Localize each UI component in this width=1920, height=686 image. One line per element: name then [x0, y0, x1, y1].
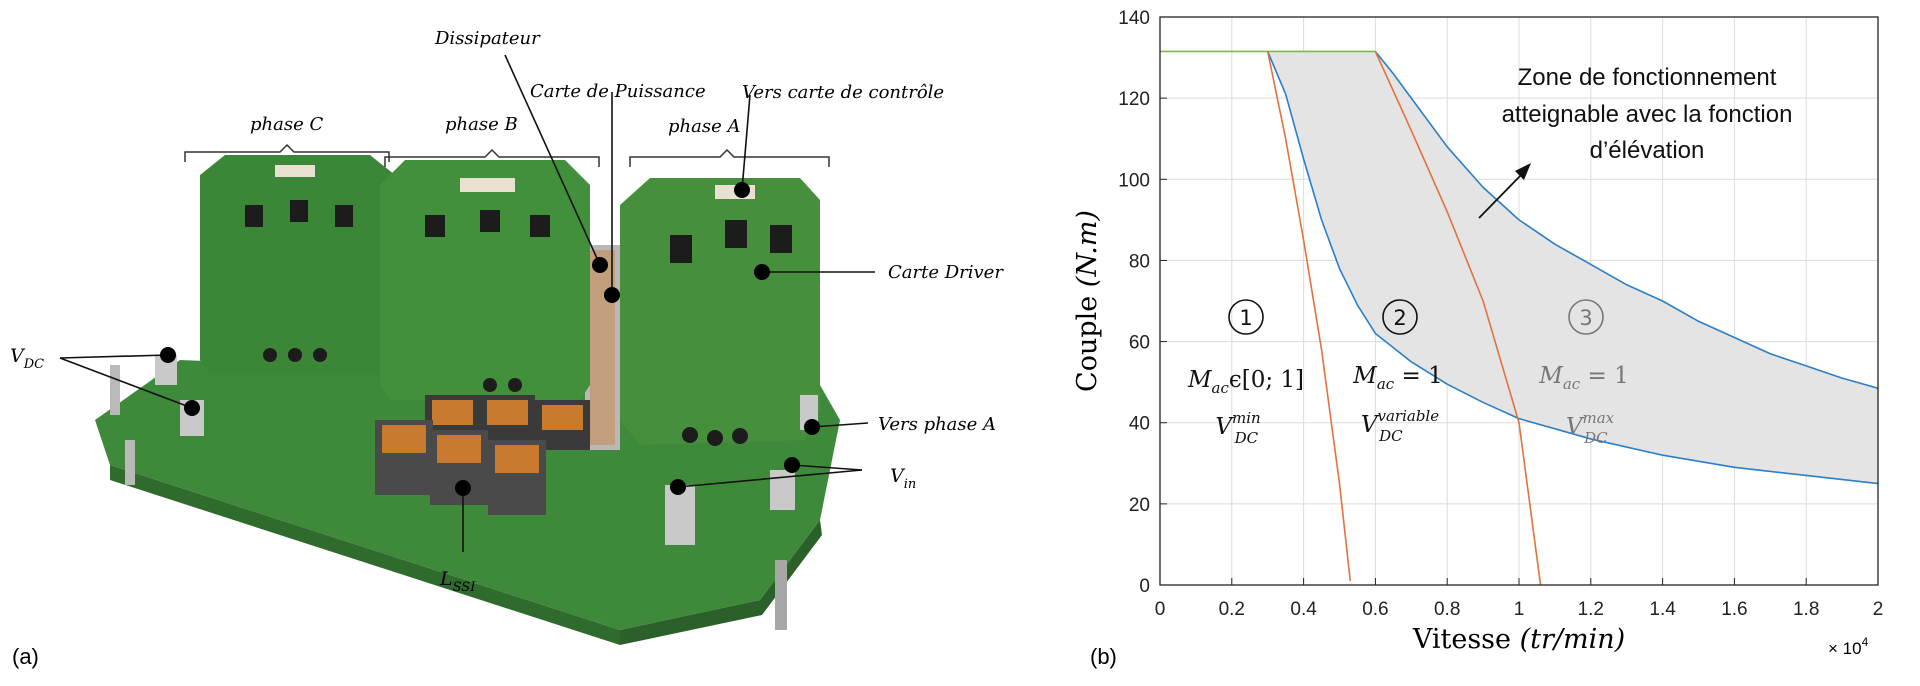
x-tick-label: 0.8 — [1434, 599, 1460, 620]
vdc-terminal-1 — [155, 355, 177, 385]
y-axis-label: Couple (N.m) — [1072, 210, 1103, 392]
standoff-mid — [110, 365, 120, 415]
zone-arrow-head — [1515, 163, 1531, 180]
region-2-number: 2 — [1393, 306, 1406, 330]
x-tick-label: 1.2 — [1578, 599, 1604, 620]
zone-text-line-3: d’élévation — [1590, 137, 1705, 164]
y-tick-label: 80 — [1129, 251, 1150, 272]
reachable-zone-fill — [1267, 51, 1878, 484]
y-tick-label: 60 — [1129, 333, 1150, 354]
series-line-4 — [1374, 51, 1542, 586]
standoff-left — [125, 440, 135, 485]
y-tick-label: 140 — [1118, 8, 1150, 29]
leader-dots — [160, 182, 820, 496]
y-tick-label: 100 — [1118, 170, 1150, 191]
driver-board-phase-b — [380, 160, 590, 400]
panel-b-chart: 0 0.2 0.4 0.6 0.8 1 1.2 1.4 1.6 1.8 2 0 20 40 60 80 100… — [1072, 8, 1883, 669]
heatsink-fins — [590, 250, 615, 445]
label-vers-phase-a: Vers phase A — [878, 414, 996, 435]
zone-text-line-2: atteignable avec la fonction — [1502, 101, 1793, 128]
panel-a-photo: Dissipateur Carte de Puissance Vers cart… — [10, 28, 1004, 669]
y-tick-label: 0 — [1139, 576, 1150, 597]
x-tick-label: 1.8 — [1793, 599, 1819, 620]
region-2-mac: Mac = 1 — [1352, 363, 1442, 393]
label-dissipateur: Dissipateur — [434, 28, 541, 49]
x-tick-label: 1 — [1514, 599, 1525, 620]
x-tick-label: 1.4 — [1649, 599, 1676, 620]
x-tick-label: 0.6 — [1362, 599, 1388, 620]
leader-lines — [59, 54, 875, 552]
x-multiplier: × 104 — [1828, 635, 1869, 658]
brace-phase-a — [629, 148, 830, 167]
region-3-number: 3 — [1579, 306, 1592, 330]
vin-terminal-1 — [665, 485, 695, 545]
region-2-circle — [1382, 299, 1418, 335]
series-line-3 — [1266, 51, 1352, 582]
power-board-edge — [110, 465, 620, 645]
label-phase-a: phase A — [668, 116, 740, 137]
region-1-number: 1 — [1239, 306, 1252, 330]
region-1-circle — [1228, 299, 1264, 335]
region-1-mac: Macϵ[0; 1] — [1187, 367, 1304, 397]
label-vdc: VDC — [10, 345, 44, 372]
label-carte-puissance: Carte de Puissance — [530, 81, 706, 102]
x-tick-label: 1.6 — [1721, 599, 1747, 620]
y-tick-label: 20 — [1129, 495, 1150, 516]
y-tick-label: 40 — [1129, 414, 1150, 435]
panel-label-b: (b) — [1090, 644, 1117, 669]
brace-phase-c — [184, 143, 390, 162]
x-tick-label: 0.2 — [1219, 599, 1245, 620]
y-axis-ticks: 0 20 40 60 80 100 120 140 — [1118, 8, 1167, 597]
panel-label-a: (a) — [12, 644, 39, 669]
region-3-mac: Mac = 1 — [1538, 363, 1628, 393]
standoff-right — [775, 560, 787, 630]
x-axis-ticks: 0 0.2 0.4 0.6 0.8 1 1.2 1.4 1.6 1.8 2 — [1155, 578, 1884, 620]
zone-text-line-1: Zone de fonctionnement — [1518, 64, 1777, 91]
x-axis-label: Vitesse (tr/min) — [1412, 624, 1625, 655]
label-vers-controle: Vers carte de contrôle — [742, 82, 944, 103]
series-line-1 — [1266, 51, 1879, 485]
y-tick-label: 120 — [1118, 89, 1150, 110]
label-carte-driver: Carte Driver — [888, 262, 1004, 283]
zone-arrow — [1478, 171, 1525, 219]
driver-board-phase-c — [200, 155, 395, 375]
label-phase-c: phase C — [250, 114, 323, 135]
brace-phase-b — [384, 148, 600, 167]
label-vin: Vin — [890, 465, 916, 492]
region-3-circle — [1568, 299, 1604, 335]
label-lssi: LSSI — [439, 568, 476, 595]
x-tick-label: 0.4 — [1290, 599, 1317, 620]
driver-board-phase-a — [620, 178, 820, 446]
label-phase-b: phase B — [445, 114, 518, 135]
x-tick-label: 0 — [1155, 599, 1166, 620]
series-line-2 — [1374, 50, 1879, 389]
chart-series — [1160, 50, 1879, 586]
x-tick-label: 2 — [1873, 599, 1884, 620]
inductor-array — [375, 395, 590, 515]
